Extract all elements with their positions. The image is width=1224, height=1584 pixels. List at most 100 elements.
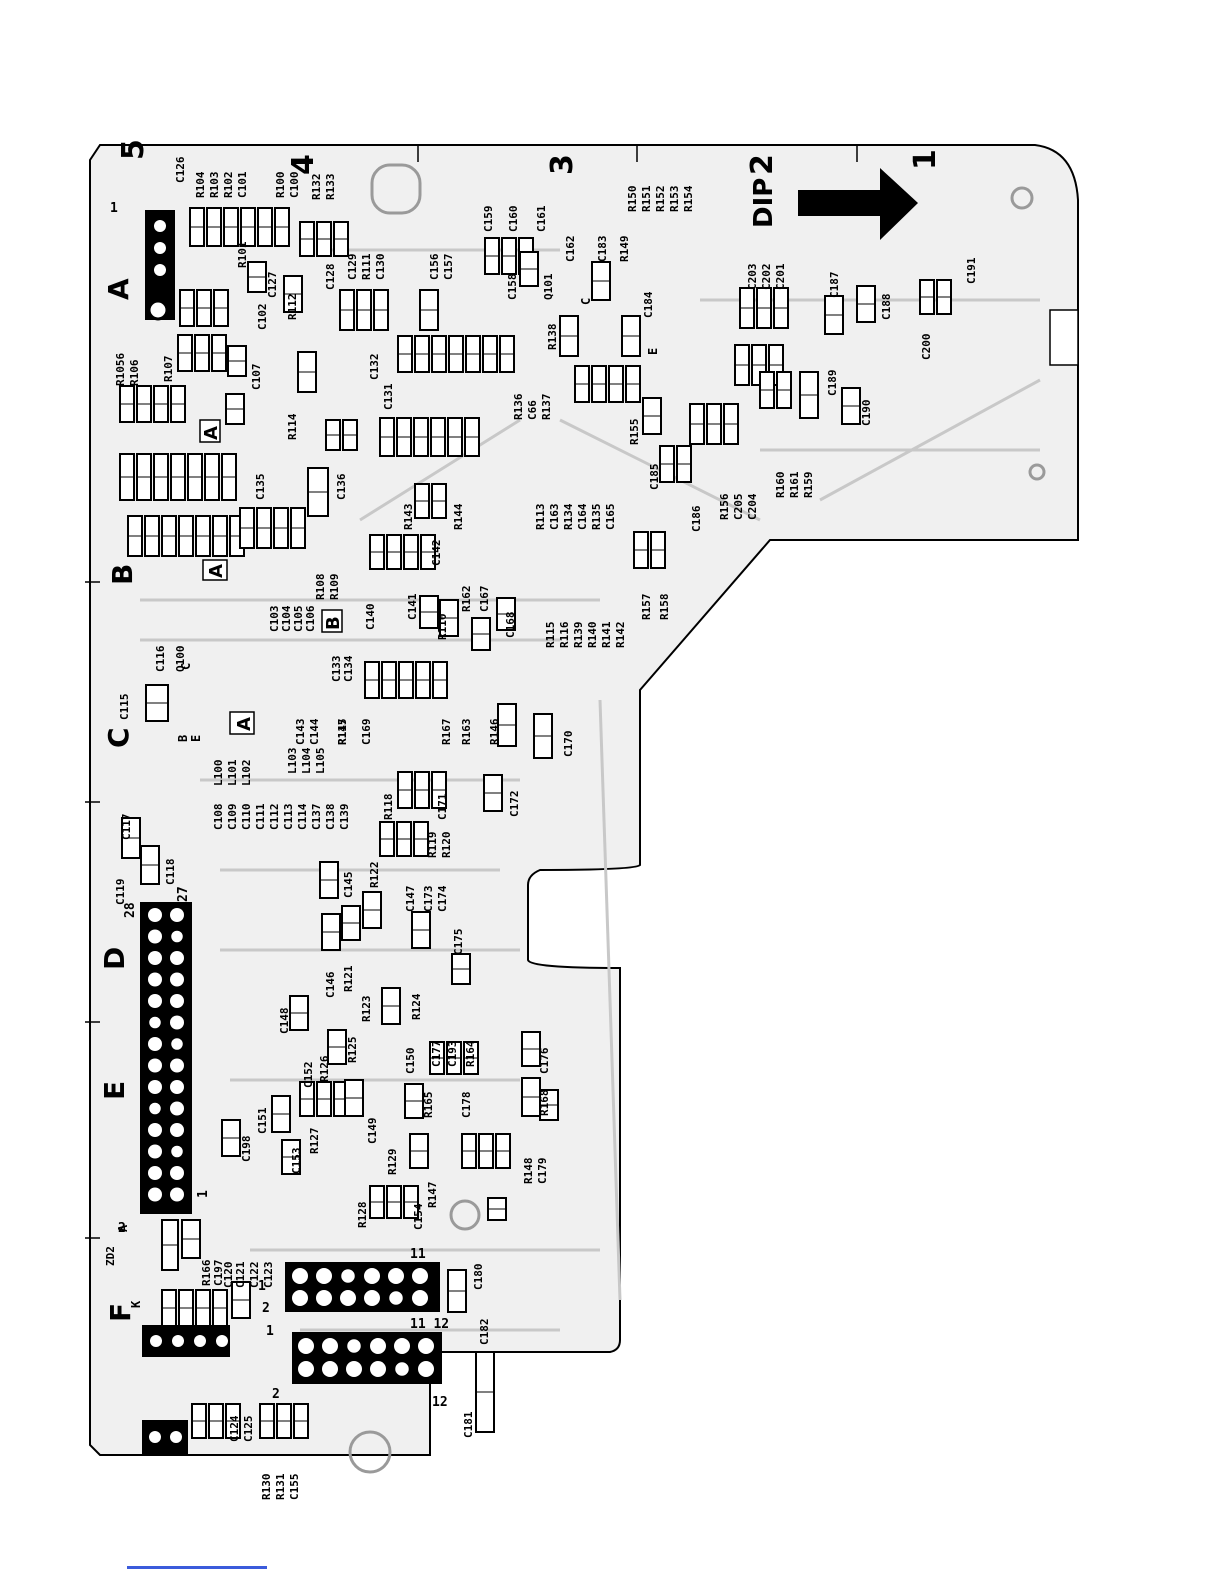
component-ref-label: C121 xyxy=(234,1261,247,1288)
grid-row-e-label: E xyxy=(98,1081,131,1100)
component-ref-label: C163 xyxy=(548,504,561,531)
component-ref-label: R136 xyxy=(512,393,525,420)
region-marker-b2: A xyxy=(229,711,255,735)
q101-emitter-label: E xyxy=(646,348,660,355)
component-ref-label: L100 xyxy=(212,760,225,787)
component-ref-label: R107 xyxy=(162,356,175,383)
component-ref-label: L101 xyxy=(226,759,239,786)
component-ref-label: C128 xyxy=(324,264,337,291)
component-ref-label: ZD2 xyxy=(104,1246,117,1266)
component-ref-label: C66 xyxy=(526,400,539,420)
component-ref-label: R156 xyxy=(718,493,731,520)
pin-label-1b: 1 xyxy=(258,1279,266,1294)
component-ref-label: R144 xyxy=(452,503,465,530)
component-ref-label: Q100 xyxy=(174,646,187,673)
component-ref-label: C140 xyxy=(364,604,377,631)
component-ref-label: C136 xyxy=(335,473,348,500)
component-ref-label: R135 xyxy=(590,504,603,531)
component-ref-label: C159 xyxy=(482,206,495,233)
grid-row-f-label: F xyxy=(104,1303,137,1322)
component-ref-label: C172 xyxy=(508,791,521,818)
svg-text:B: B xyxy=(323,616,344,630)
component-ref-label: C155 xyxy=(288,1474,301,1501)
q100-base-label: B xyxy=(176,735,190,742)
component-ref-label: R118 xyxy=(382,794,395,821)
component-ref-label: C198 xyxy=(240,1136,253,1163)
component-ref-label: R162 xyxy=(460,586,473,613)
component-ref-label: R168 xyxy=(538,1090,551,1117)
component-ref-label: C197 xyxy=(212,1260,225,1287)
component-ref-label: C113 xyxy=(282,804,295,831)
zd2-cathode-label: K xyxy=(129,1300,143,1308)
component-ref-label: R113 xyxy=(534,504,547,531)
component-ref-label: C112 xyxy=(268,804,281,831)
component-ref-label: C118 xyxy=(164,859,177,886)
pin-label-1a: 1 xyxy=(196,1190,211,1198)
component-ref-label: R158 xyxy=(658,594,671,621)
component-ref-label: C182 xyxy=(478,1319,491,1346)
component-ref-label: C134 xyxy=(342,655,355,682)
component-ref-label: R146 xyxy=(488,718,501,745)
component-ref-label: C205 xyxy=(732,494,745,521)
component-ref-label: R133 xyxy=(324,174,337,201)
component-ref-label: C161 xyxy=(535,205,548,232)
component-ref-label: C150 xyxy=(404,1048,417,1075)
component-ref-label: R101 xyxy=(236,241,249,268)
component-ref-label: R104 xyxy=(194,171,207,198)
component-ref-label: R122 xyxy=(368,862,381,889)
component-ref-label: C157 xyxy=(442,254,455,281)
grid-row-a-label: A xyxy=(102,278,135,300)
component-ref-label: C106 xyxy=(304,605,317,632)
component-ref-label: Q101 xyxy=(542,273,555,300)
component-ref-label: C175 xyxy=(452,929,465,956)
component-ref-label: C168 xyxy=(504,612,517,639)
pin-label-11-12: 11 12 xyxy=(410,1317,449,1332)
pin-label-2b: 2 xyxy=(272,1387,280,1402)
component-ref-label: C158 xyxy=(506,274,519,301)
component-ref-label: R138 xyxy=(546,324,559,351)
component-ref-label: C145 xyxy=(342,872,355,899)
component-ref-label: C143 xyxy=(294,719,307,746)
component-ref-label: C137 xyxy=(310,804,323,831)
component-ref-label: R127 xyxy=(308,1128,321,1155)
component-ref-label: R153 xyxy=(668,186,681,213)
component-ref-label: R128 xyxy=(356,1202,369,1229)
component-ref-label: C187 xyxy=(828,272,841,299)
component-ref-label: C115 xyxy=(118,694,131,721)
component-ref-label: R109 xyxy=(328,574,341,601)
component-ref-label: C124 xyxy=(228,1415,241,1442)
component-ref-label: R121 xyxy=(342,965,355,992)
component-ref-label: R164 xyxy=(464,1040,477,1067)
component-ref-label: C200 xyxy=(920,334,933,361)
component-ref-label: C138 xyxy=(324,804,337,831)
grid-column-5-label: 5 xyxy=(116,139,151,160)
component-ref-label: C189 xyxy=(826,370,839,397)
region-marker-b1: A xyxy=(202,559,228,581)
pin-label-11a: 11 xyxy=(410,1247,426,1262)
component-ref-label: R108 xyxy=(314,574,327,601)
q100-collector-label: C xyxy=(179,663,193,670)
component-ref-label: C129 xyxy=(346,254,359,281)
connector-11-12-upper xyxy=(285,1262,440,1312)
component-ref-label: R143 xyxy=(402,504,415,531)
pin-label-2a: 2 xyxy=(262,1301,270,1316)
component-ref-label: R161 xyxy=(788,471,801,498)
component-ref-label: C160 xyxy=(507,206,520,233)
component-ref-label: C162 xyxy=(564,236,577,263)
component-ref-label: C202 xyxy=(760,264,773,291)
component-ref-label: C116 xyxy=(154,645,167,672)
component-ref-label: C117 xyxy=(120,814,133,841)
component-ref-label: C184 xyxy=(642,291,655,318)
component-ref-label: C156 xyxy=(428,253,441,280)
component-ref-label: R167 xyxy=(440,719,453,746)
component-ref-label: C204 xyxy=(746,493,759,520)
component-ref-label: R141 xyxy=(600,621,613,648)
region-marker-a1: A xyxy=(199,419,222,443)
component-ref-label: C123 xyxy=(262,1262,275,1289)
connector-bottom-left xyxy=(142,1325,230,1357)
grid-ticks xyxy=(85,145,858,1239)
component-ref-label: R119 xyxy=(426,832,439,859)
